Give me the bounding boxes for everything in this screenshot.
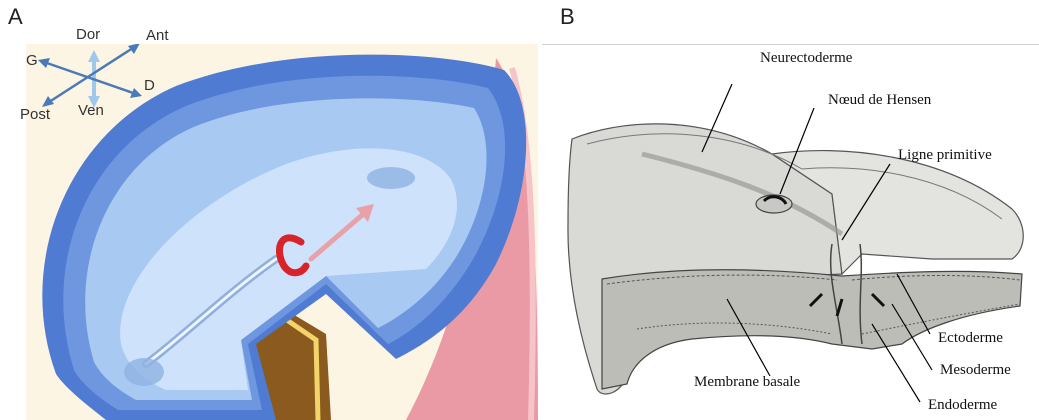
label-ectoderme: Ectoderme	[938, 330, 1003, 347]
anterior-plate	[367, 167, 415, 189]
panel-a-embryo-illustration	[26, 44, 538, 420]
label-noeud-de-hensen: Nœud de Hensen	[828, 92, 931, 109]
label-neurectoderme: Neurectoderme	[760, 50, 852, 67]
label-membrane-basale: Membrane basale	[694, 374, 800, 391]
label-ligne-primitive: Ligne primitive	[898, 147, 992, 164]
panel-letter-b: B	[560, 4, 575, 30]
axis-label-d: D	[144, 77, 155, 94]
label-mesoderme: Mesoderme	[940, 362, 1011, 379]
posterior-plate	[124, 358, 164, 386]
axis-label-dor: Dor	[76, 26, 100, 43]
axis-label-g: G	[26, 52, 38, 69]
label-endoderme: Endoderme	[928, 397, 997, 414]
axis-label-ant: Ant	[146, 27, 169, 44]
panel-letter-a: A	[8, 4, 23, 30]
axis-label-post: Post	[20, 106, 50, 123]
axis-label-ven: Ven	[78, 102, 104, 119]
